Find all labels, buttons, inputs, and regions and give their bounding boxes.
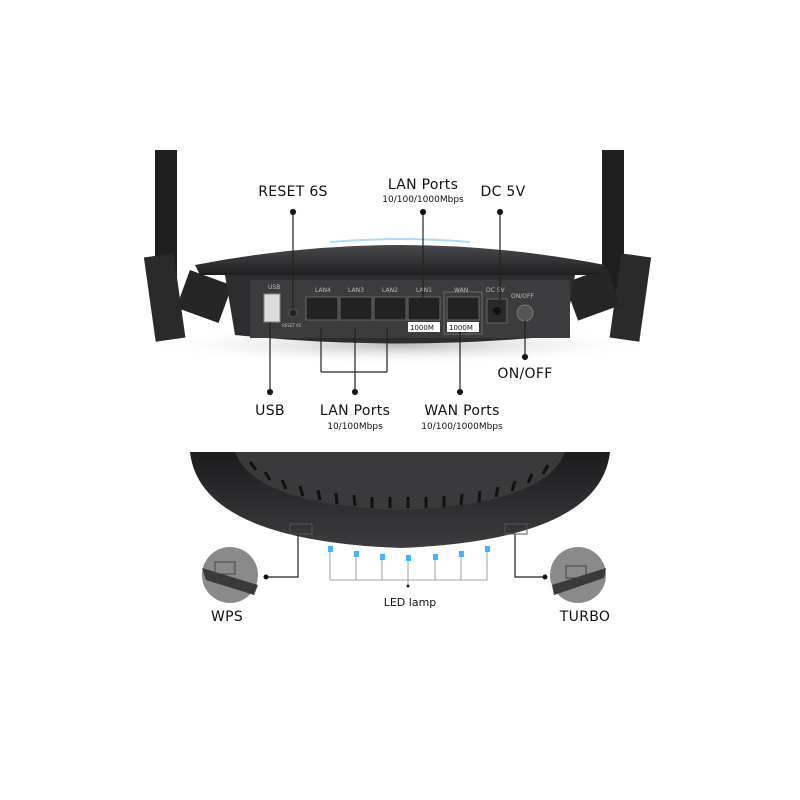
turbo-callout: TURBO — [559, 609, 611, 625]
reset-hole — [288, 308, 298, 318]
dc-callout: DC 5V — [480, 184, 526, 200]
wan-speed-label: 1000M — [449, 324, 473, 332]
onoff-callout: ON/OFF — [497, 366, 553, 382]
lan-ports-bottom-title: LAN Ports — [319, 403, 391, 419]
wan-ports-speed: 10/100/1000Mbps — [421, 422, 503, 432]
panel-onoff-label: ON/OFF — [511, 293, 534, 300]
wan-speed-box — [447, 322, 479, 332]
usb-callout: USB — [255, 403, 285, 419]
lan-ports — [305, 296, 441, 321]
lan1-speed-label: 1000M — [410, 324, 434, 332]
panel-wan-label: WAN — [454, 287, 468, 294]
wps-zoom-circle — [202, 547, 258, 603]
led-lamps — [328, 546, 490, 561]
wan-ports-title: WAN Ports — [424, 403, 500, 419]
led-lamp-callout: LED lamp — [383, 596, 437, 609]
led-7 — [485, 546, 490, 552]
lan1-speed-box — [408, 322, 440, 332]
led-5 — [433, 554, 438, 560]
lan-ports-bottom-speed: 10/100Mbps — [327, 422, 383, 432]
led-3 — [380, 554, 385, 560]
callout-lines-top — [266, 208, 529, 396]
panel-dc-label: DC 5V — [486, 287, 506, 294]
lan-ports-top-title: LAN Ports — [387, 177, 459, 193]
panel-usb-label: USB — [268, 284, 280, 291]
antenna-right — [564, 150, 652, 342]
turbo-button — [504, 523, 528, 535]
vents — [248, 461, 550, 508]
usb-port — [263, 293, 281, 323]
wps-button — [289, 523, 313, 535]
lan-ports-top-speed: 10/100/1000Mbps — [382, 195, 464, 205]
antenna-left — [143, 150, 233, 342]
side-callout-lines — [266, 534, 545, 578]
led-callout-lines — [329, 552, 488, 585]
led-4 — [406, 555, 411, 561]
panel-lan3-label: LAN3 — [348, 287, 364, 294]
panel-lan4-label: LAN4 — [315, 287, 331, 294]
led-6 — [459, 551, 464, 557]
led-2 — [354, 551, 359, 557]
panel-reset-label: RESET 6S — [282, 323, 302, 328]
wps-callout: WPS — [210, 609, 244, 625]
panel-lan1-label: LAN1 — [416, 287, 432, 294]
turbo-zoom-circle — [550, 547, 606, 603]
panel-lan2-label: LAN2 — [382, 287, 398, 294]
power-button — [516, 304, 534, 322]
wan-port — [446, 296, 480, 321]
router-dome — [195, 245, 605, 275]
led-1 — [328, 546, 333, 552]
reset-callout: RESET 6S — [258, 184, 328, 200]
